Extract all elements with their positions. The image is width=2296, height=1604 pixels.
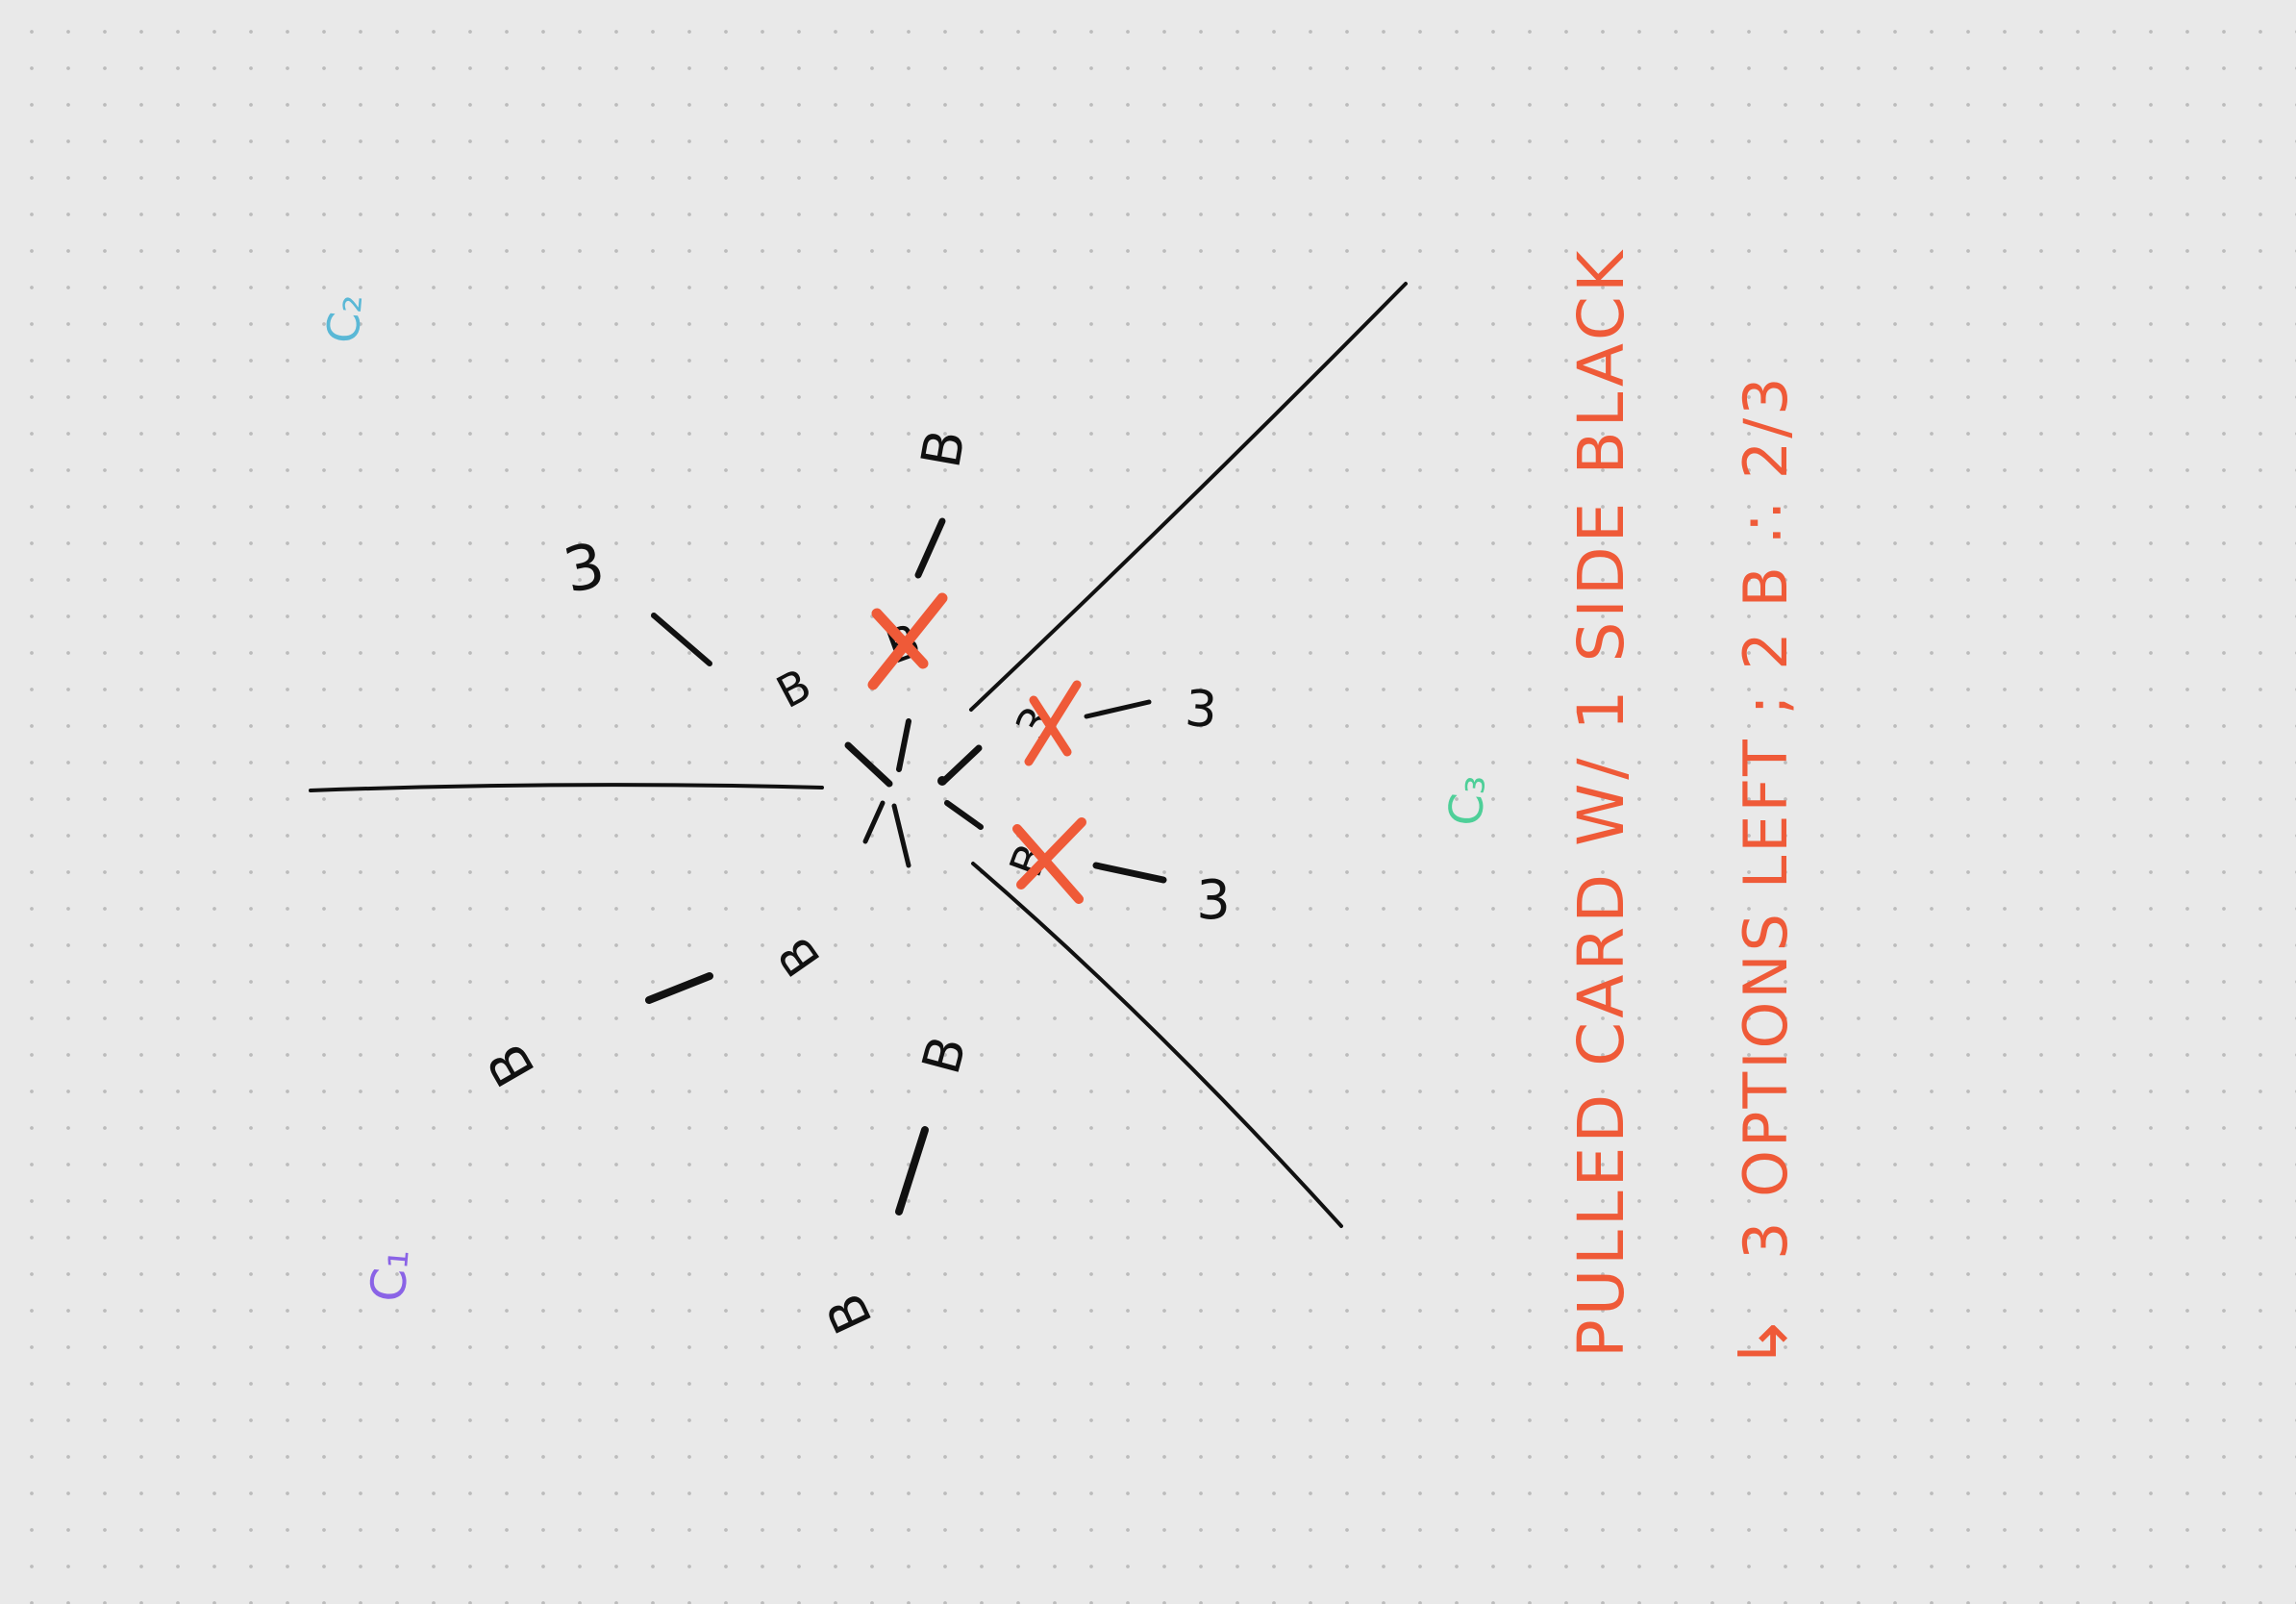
region-label-c3: C₃ [1438, 773, 1496, 828]
outer-spokes [645, 517, 1167, 1216]
cross-marks [867, 592, 1086, 904]
note-line-2-arrow: ↳ [1724, 1314, 1803, 1370]
label-outer-bottom: B [814, 1285, 885, 1342]
label-outer-left-lower: B [475, 1033, 548, 1096]
region-label-c1: C₁ [360, 1246, 420, 1304]
boundary-line-upper [969, 282, 1408, 712]
label-center-upper-left: B [768, 659, 819, 718]
note-line-2: 3 OPTIONS LEFT ; 2 B ∴ 2/3 [1731, 374, 1801, 1260]
boundary-line-lower [971, 862, 1343, 1228]
boundary-line-left [309, 783, 824, 792]
label-outer-top: B [910, 425, 978, 472]
label-outer-right-upper: 3 [1184, 680, 1219, 739]
label-center-lower-left: B [766, 927, 831, 986]
label-outer-bottom-right: B [911, 1030, 978, 1080]
note-line-1: PULLED CARD W/ 1 SIDE BLACK [1564, 247, 1638, 1358]
label-outer-right-lower: 3 [1196, 869, 1231, 932]
region-label-c2: C₂ [316, 292, 372, 345]
label-outer-top-left: 3 [558, 530, 611, 608]
center-spokes [844, 718, 984, 868]
